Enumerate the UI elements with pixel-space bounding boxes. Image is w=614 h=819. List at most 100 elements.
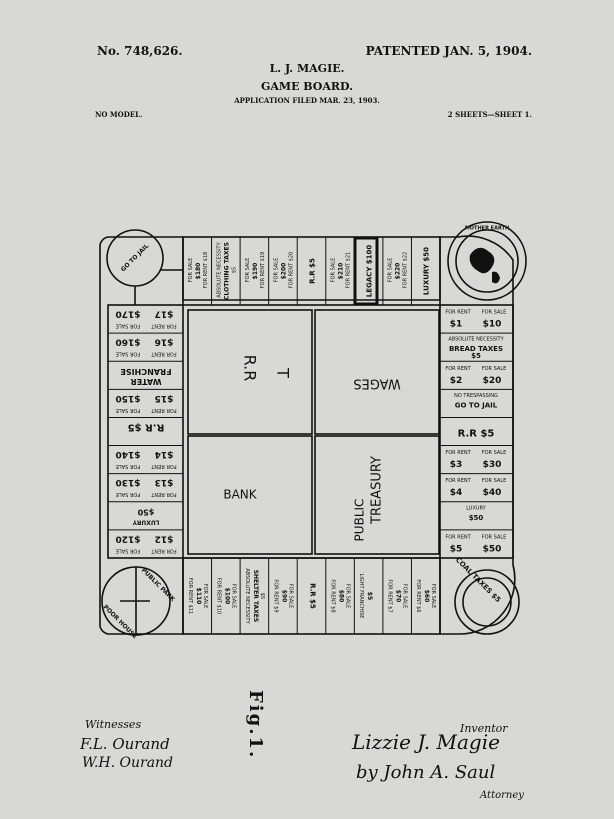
right-cell-label: ABSOLUTE NECESSITY bbox=[448, 337, 504, 343]
right-cell-value-d: $40 bbox=[483, 488, 502, 498]
top-cell-value: $210 bbox=[338, 263, 345, 280]
top-cell-value: LUXURY $50 bbox=[423, 247, 431, 295]
center-treasury-label: TREASURY bbox=[370, 456, 385, 525]
bottom-cell-label: FOR RENT $8 bbox=[330, 579, 336, 612]
patent-date: PATENTED JAN. 5, 1904. bbox=[365, 44, 532, 58]
right-cell-value-d: $50 bbox=[483, 544, 502, 554]
left-cell-value-d: $15 bbox=[155, 393, 174, 403]
left-cell-label-b: FOR RENT bbox=[150, 351, 176, 357]
left-cell-value-c: $160 bbox=[115, 337, 140, 347]
left-cell-value-d: $14 bbox=[155, 449, 174, 459]
bottom-cell-label: FOR RENT $10 bbox=[215, 578, 221, 614]
left-cell-value-c: $140 bbox=[115, 449, 140, 459]
right-cell-value: GO TO JAIL bbox=[455, 401, 498, 409]
bottom-cell-sale: FOR SALE bbox=[430, 584, 436, 609]
earth-landmass bbox=[469, 247, 500, 284]
bottom-cell-sale: FOR SALE bbox=[287, 584, 293, 609]
left-cell-value-c: $170 bbox=[115, 309, 140, 319]
left-cell-value-d: $16 bbox=[155, 337, 174, 347]
right-cell-value: $50 bbox=[469, 514, 484, 522]
top-cell-rent: FOR RENT $21 bbox=[346, 252, 352, 288]
bottom-cell-sale: FOR SALE bbox=[345, 584, 351, 609]
bottom-cell-sale: FOR SALE bbox=[202, 584, 208, 609]
right-cell-label: NO TRESPASSING bbox=[454, 393, 498, 399]
left-cell-label-a: FOR SALE bbox=[116, 323, 141, 329]
board-outline bbox=[99, 235, 516, 635]
left-cell-value-d: $13 bbox=[155, 477, 174, 487]
bottom-row-frame bbox=[182, 557, 441, 635]
top-cell-value: $200 bbox=[280, 263, 287, 280]
figure-label: Fig.1. bbox=[245, 690, 266, 760]
right-column-frame bbox=[439, 304, 514, 559]
right-cell-label-b: FOR SALE bbox=[482, 534, 507, 540]
center-quadrant-wages bbox=[314, 309, 440, 435]
center-rr-label: R.R bbox=[241, 355, 260, 382]
top-cell-value: LEGACY $100 bbox=[366, 245, 374, 298]
left-cell-label-a: FOR SALE bbox=[116, 491, 141, 497]
attorney-label: Attorney bbox=[480, 790, 524, 801]
left-cell-value-d: $12 bbox=[155, 533, 174, 543]
right-cell-value-d: $10 bbox=[483, 320, 502, 330]
left-cell-value-d: $17 bbox=[155, 309, 174, 319]
right-cell-value-d: $20 bbox=[483, 376, 502, 386]
right-cell-value-c: $5 bbox=[450, 544, 463, 554]
bottom-cell-value: $60 bbox=[423, 590, 430, 603]
witness-signature-1: F.L. Ourand bbox=[80, 735, 170, 753]
center-t-label: T bbox=[274, 367, 293, 378]
left-cell-label-a: FOR SALE bbox=[116, 351, 141, 357]
bottom-cell-sale: FOR SALE bbox=[402, 584, 408, 609]
bottom-cell-value: $110 bbox=[195, 588, 202, 605]
left-cell-label: WATER bbox=[130, 377, 161, 386]
top-cell-value: $180 bbox=[195, 263, 202, 280]
right-cell-extra: $5 bbox=[471, 352, 481, 360]
center-public-label: PUBLIC bbox=[353, 499, 367, 542]
left-cell-value: R.R $5 bbox=[128, 422, 165, 433]
left-cell-label-a: FOR SALE bbox=[116, 463, 141, 469]
patent-number: No. 748,626. bbox=[97, 44, 183, 58]
park-corner-lines bbox=[120, 567, 150, 634]
corner-park-label: PUBLIC PARK bbox=[140, 567, 176, 603]
coal-corner-circle bbox=[454, 569, 520, 635]
bottom-cell-value: $100 bbox=[223, 588, 230, 605]
right-cell-label-b: FOR SALE bbox=[482, 310, 507, 316]
left-cell-label-a: FOR SALE bbox=[116, 547, 141, 553]
bottom-cell-label: FOR RENT $6 bbox=[415, 579, 421, 612]
left-cell-label-b: FOR RENT bbox=[150, 491, 176, 497]
left-column-frame bbox=[107, 304, 184, 559]
earth-inner-circle bbox=[455, 229, 519, 293]
application-filed: APPLICATION FILED MAR. 23, 1903. bbox=[234, 96, 380, 105]
left-cell-value: FRANCHISE bbox=[120, 367, 171, 376]
witness-signature-2: W.H. Ourand bbox=[82, 755, 174, 771]
left-cell-label-b: FOR RENT bbox=[150, 407, 176, 413]
bottom-cell-value: $90 bbox=[280, 590, 287, 603]
jail-corner-lines bbox=[134, 269, 183, 305]
top-cell-rent: FOR RENT $19 bbox=[260, 252, 266, 288]
left-cell-value: $50 bbox=[137, 507, 154, 516]
center-bank-label: BANK bbox=[223, 488, 257, 502]
attorney-signature: by John A. Saul bbox=[356, 762, 496, 783]
top-cell-rent: FOR RENT $22 bbox=[403, 252, 409, 288]
right-cell-value-d: $30 bbox=[483, 460, 502, 470]
top-cell-rent: FOR RENT $20 bbox=[288, 252, 294, 288]
left-cell-value-c: $120 bbox=[115, 533, 140, 543]
top-cell-value: R.R $5 bbox=[309, 258, 317, 284]
right-cell-value-c: $1 bbox=[450, 320, 463, 330]
right-cell-value-c: $3 bbox=[450, 460, 463, 470]
bottom-cell-value: $70 bbox=[395, 590, 402, 603]
top-cell-value: $220 bbox=[395, 263, 402, 280]
left-cell-value-c: $150 bbox=[115, 393, 140, 403]
center-wages-label: WAGES bbox=[353, 376, 400, 391]
right-cell-value-c: $2 bbox=[450, 376, 463, 386]
model-note: NO MODEL. bbox=[95, 110, 143, 119]
left-cell-label-a: FOR SALE bbox=[116, 407, 141, 413]
top-cell-label: FOR SALE bbox=[245, 258, 251, 283]
inventor-label: Inventor bbox=[460, 722, 508, 735]
center-quadrant-treasury bbox=[314, 435, 440, 555]
inventor-name: L. J. MAGIE. bbox=[269, 62, 345, 75]
right-cell-label-b: FOR SALE bbox=[482, 366, 507, 372]
right-cell-label-a: FOR RENT bbox=[445, 310, 471, 316]
bottom-cell-sale: FOR SALE bbox=[230, 584, 236, 609]
right-cell-label-a: FOR RENT bbox=[445, 534, 471, 540]
bottom-cell-sale: $5 bbox=[259, 593, 265, 599]
